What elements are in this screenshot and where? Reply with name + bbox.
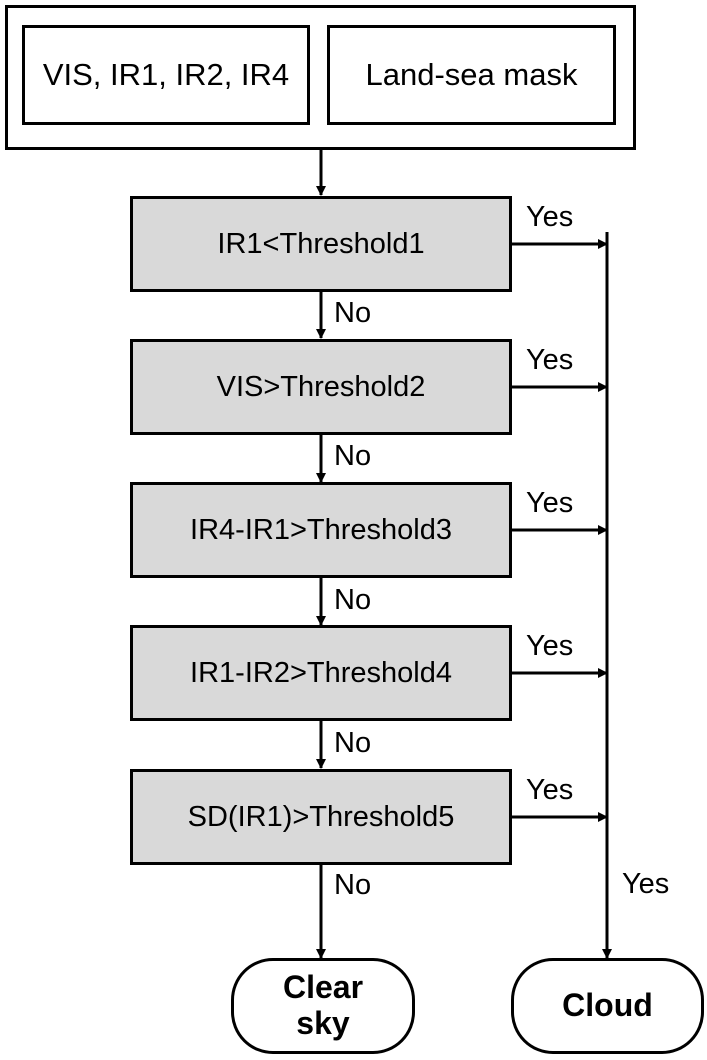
step-1-box: IR1<Threshold1	[130, 196, 512, 292]
clear-sky-terminal: Clear sky	[231, 958, 415, 1054]
step-1-condition: IR1<Threshold1	[217, 227, 425, 260]
collector-yes-label: Yes	[622, 868, 670, 900]
step-5-box: SD(IR1)>Threshold5	[130, 769, 512, 865]
step-4-condition: IR1-IR2>Threshold4	[190, 656, 452, 689]
satellite-channels-box: VIS, IR1, IR2, IR4	[22, 25, 310, 125]
step-5-condition: SD(IR1)>Threshold5	[187, 800, 455, 833]
land-sea-mask-box: Land-sea mask	[327, 25, 616, 125]
step-3-condition: IR4-IR1>Threshold3	[190, 513, 452, 546]
step-2-box: VIS>Threshold2	[130, 339, 512, 435]
step-2-yes-label: Yes	[526, 344, 574, 376]
step-4-box: IR1-IR2>Threshold4	[130, 625, 512, 721]
clear-sky-label: Clear sky	[282, 969, 364, 1041]
step-4-yes-label: Yes	[526, 630, 574, 662]
step-3-no-label: No	[334, 584, 372, 616]
step-4-no-label: No	[334, 727, 372, 759]
step-2-condition: VIS>Threshold2	[216, 370, 426, 403]
step-3-yes-label: Yes	[526, 487, 574, 519]
cloud-label: Cloud	[562, 987, 653, 1024]
step-2-no-label: No	[334, 440, 372, 472]
step-1-no-label: No	[334, 297, 372, 329]
step-5-yes-label: Yes	[526, 774, 574, 806]
land-sea-mask-label: Land-sea mask	[365, 57, 578, 92]
cloud-terminal: Cloud	[511, 958, 704, 1054]
satellite-channels-label: VIS, IR1, IR2, IR4	[42, 57, 290, 92]
step-3-box: IR4-IR1>Threshold3	[130, 482, 512, 578]
step-1-yes-label: Yes	[526, 201, 574, 233]
step-5-no-label: No	[334, 869, 372, 901]
